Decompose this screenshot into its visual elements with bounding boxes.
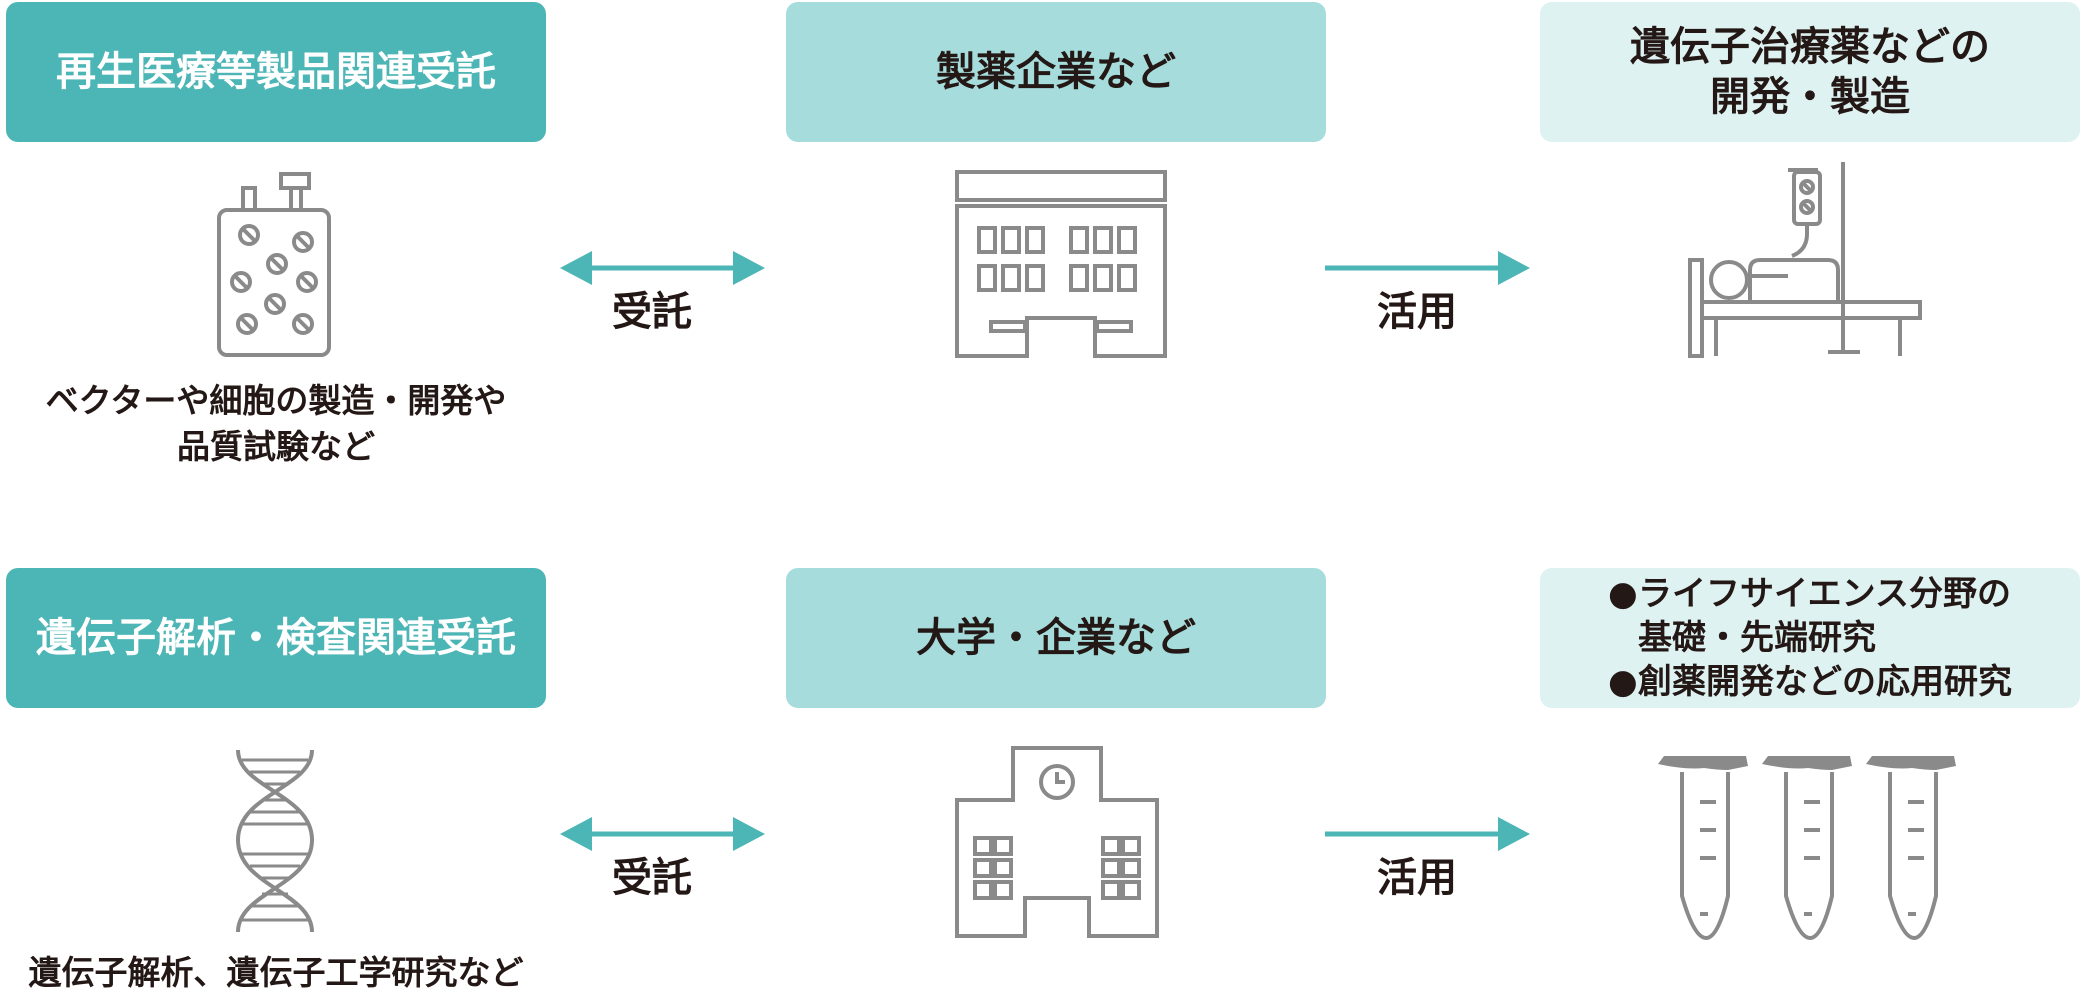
row1-arrow2-label: 活用 <box>1377 289 1457 335</box>
bullet-item: ● 創薬開発などの応用研究 <box>1608 660 2012 704</box>
cell-culture-flask-icon <box>217 172 331 357</box>
row1-arrow1-label: 受託 <box>612 289 692 335</box>
row2-single-arrow <box>1325 817 1530 851</box>
row2-right-bullets: ● ライフサイエンス分野の 基礎・先端研究 ● 創薬開発などの応用研究 <box>1608 572 2012 704</box>
patient-iv-bed-icon <box>1688 162 1922 358</box>
row1-right-box: 遺伝子治療薬などの 開発・製造 <box>1540 2 2080 142</box>
row1-left-caption: ベクターや細胞の製造・開発や 品質試験など <box>6 378 546 470</box>
row2-left-caption-line1: 遺伝子解析、遺伝子工学研究など <box>28 953 524 992</box>
row1-left-box: 再生医療等製品関連受託 <box>6 2 546 142</box>
bullet-text-line: 創薬開発などの応用研究 <box>1638 662 2012 702</box>
test-tube-icon <box>1866 756 1956 941</box>
row1-right-box-line1: 遺伝子治療薬などの <box>1630 24 1990 70</box>
row1-left-caption-line2: 品質試験など <box>177 427 375 466</box>
row2-middle-box-label: 大学・企業など <box>916 615 1196 661</box>
row1-single-arrow <box>1325 251 1530 285</box>
row2-left-box: 遺伝子解析・検査関連受託 <box>6 568 546 708</box>
row1-middle-box: 製薬企業など <box>786 2 1326 142</box>
test-tubes-icon <box>1658 756 1956 941</box>
row1-left-caption-line1: ベクターや細胞の製造・開発や <box>45 381 507 420</box>
row2-arrow2-label: 活用 <box>1377 855 1457 901</box>
bullet-mark: ● <box>1608 662 1638 702</box>
row1-middle-box-label: 製薬企業など <box>936 49 1176 95</box>
dna-helix-icon <box>235 749 315 933</box>
row1-right-box-line2: 開発・製造 <box>1710 74 1910 120</box>
row1-double-arrow <box>560 251 765 285</box>
row1-left-box-label: 再生医療等製品関連受託 <box>56 49 496 95</box>
bullet-mark: ● <box>1608 574 1638 614</box>
pharma-building-icon <box>955 170 1167 358</box>
row2-arrow1-label: 受託 <box>612 855 692 901</box>
row2-double-arrow <box>560 817 765 851</box>
bullet-item: ● ライフサイエンス分野の 基礎・先端研究 <box>1608 572 2012 660</box>
test-tube-icon <box>1658 756 1748 941</box>
university-building-icon <box>955 746 1159 938</box>
row2-left-caption: 遺伝子解析、遺伝子工学研究など <box>6 950 546 996</box>
row2-left-box-label: 遺伝子解析・検査関連受託 <box>36 615 516 661</box>
test-tube-icon <box>1762 756 1852 941</box>
bullet-text-line: ライフサイエンス分野の <box>1638 574 2011 614</box>
bullet-text-line: 基礎・先端研究 <box>1638 618 1876 658</box>
row2-middle-box: 大学・企業など <box>786 568 1326 708</box>
row2-right-box: ● ライフサイエンス分野の 基礎・先端研究 ● 創薬開発などの応用研究 <box>1540 568 2080 708</box>
